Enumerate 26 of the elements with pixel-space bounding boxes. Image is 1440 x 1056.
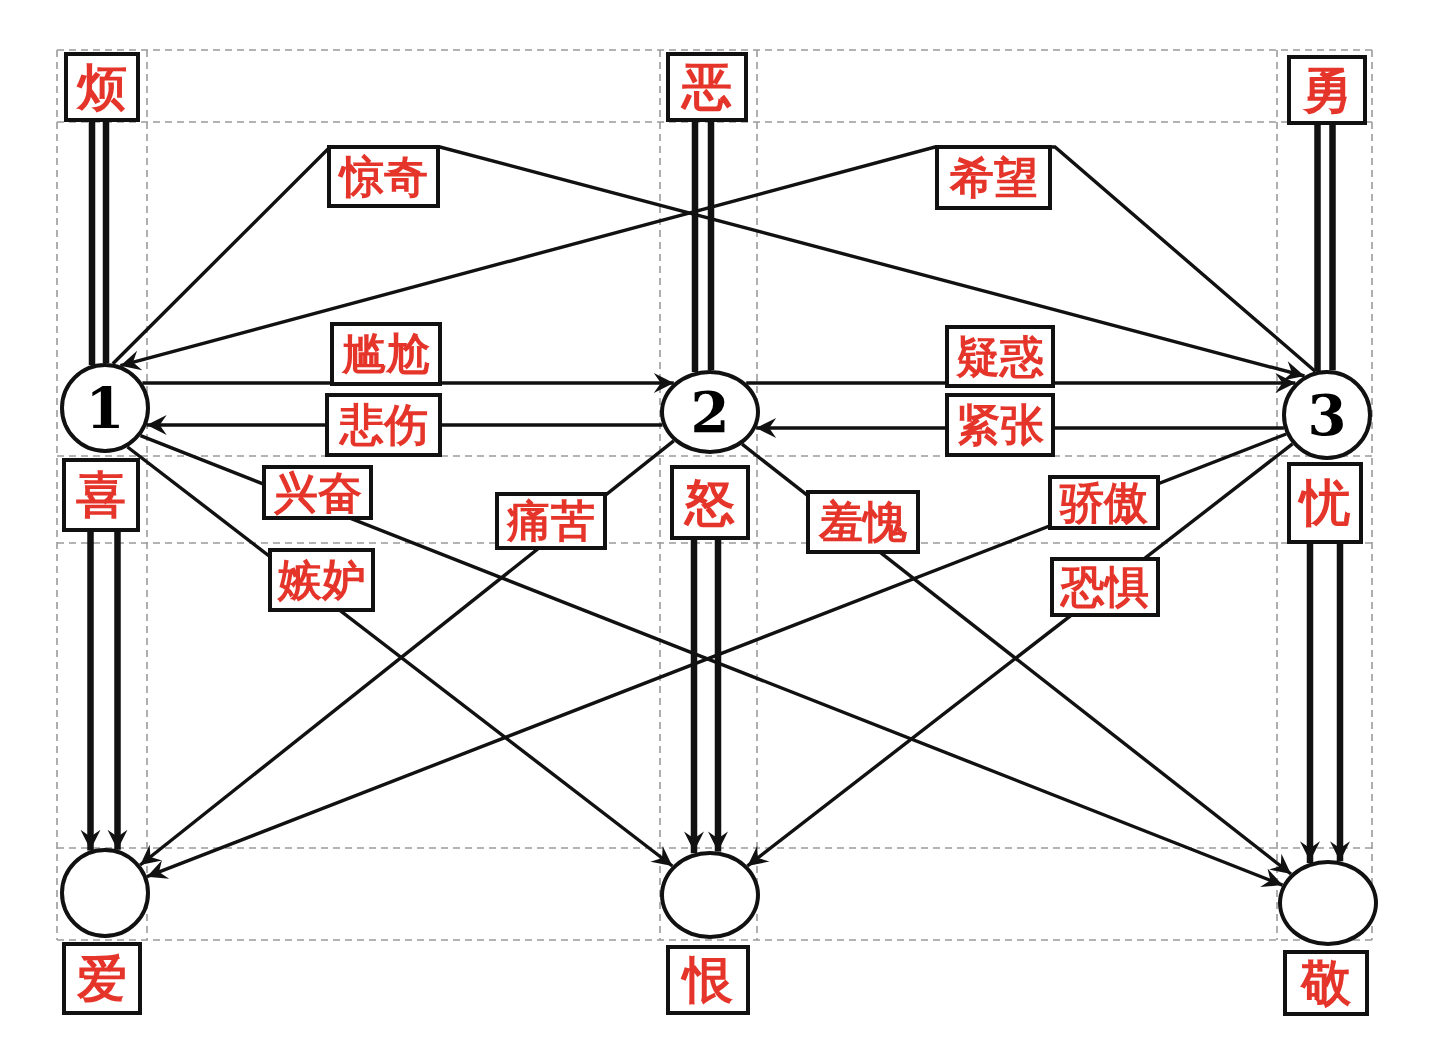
edge-label: 悲伤 [325, 393, 442, 457]
edge-label: 疑惑 [945, 325, 1055, 388]
word-box: 忧 [1287, 462, 1363, 544]
word-box: 爱 [62, 942, 142, 1015]
word-box: 烦 [64, 52, 140, 122]
word-box: 喜 [62, 458, 140, 532]
edge-label: 惊奇 [327, 145, 440, 208]
edge-label: 骄傲 [1048, 475, 1160, 530]
word-box: 恶 [666, 52, 748, 122]
edge-label: 羞愧 [806, 490, 920, 554]
edge-label: 尴尬 [330, 322, 442, 386]
edge-label: 紧张 [945, 393, 1055, 457]
empty-circle [60, 848, 150, 938]
numbered-circle: 3 [1282, 370, 1372, 460]
edge-label: 恐惧 [1050, 557, 1160, 617]
edge-label: 兴奋 [262, 465, 373, 520]
word-box: 勇 [1287, 55, 1367, 125]
empty-circle [660, 851, 760, 939]
edge-label: 希望 [935, 145, 1052, 210]
numbered-circle: 2 [660, 370, 760, 454]
word-box: 敬 [1283, 950, 1369, 1016]
numbered-circle: 1 [60, 363, 150, 453]
edge-label: 痛苦 [495, 492, 607, 550]
word-box: 恨 [666, 945, 750, 1015]
edge-label: 嫉妒 [268, 548, 375, 612]
word-box: 怒 [670, 465, 750, 540]
